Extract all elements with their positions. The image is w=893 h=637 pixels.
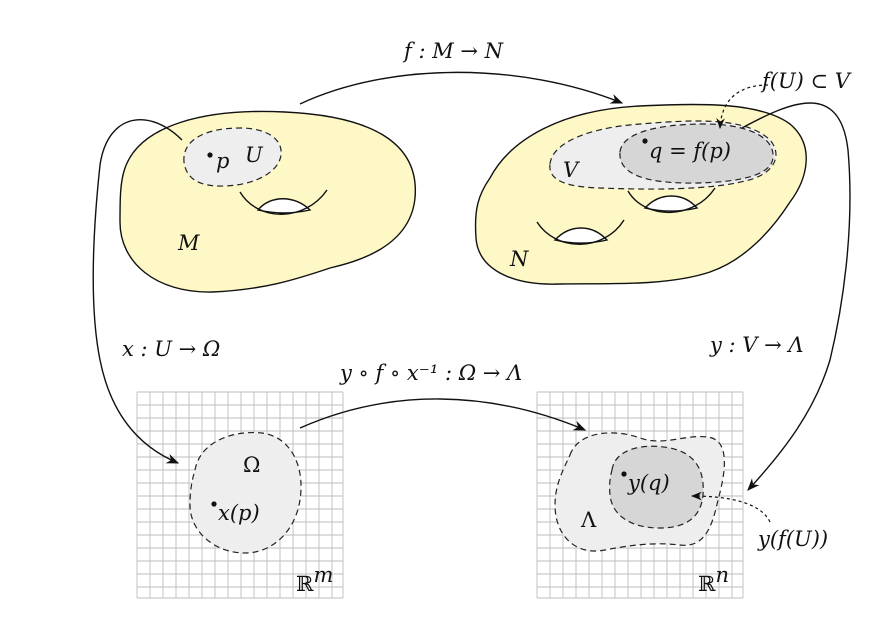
arrow-dotted-f-u [716,84,769,130]
label-omega: Ω [243,453,260,477]
label-rm: ℝm [296,563,333,596]
region-y-f-u [609,445,704,529]
label-x-p: x(p) [218,501,260,525]
point-x-p-dot [211,501,217,507]
label-rn: ℝn [698,563,729,596]
label-chart-y: y : V → Λ [709,333,804,357]
region-omega [189,431,302,554]
label-y-f-u: y(f(U)) [757,527,828,551]
label-y-q: y(q) [627,471,670,495]
label-manifold-n: N [509,247,529,271]
label-point-q: q = f(p) [649,139,731,163]
hole-n-1 [643,195,699,212]
arrow-dotted-y-f-u [690,491,771,523]
arrow-chart-x [92,118,183,464]
point-q-dot [642,138,648,144]
set-u [183,127,282,187]
label-set-v: V [563,158,580,182]
label-set-u: U [245,143,264,167]
arrow-composite [299,398,587,431]
point-p-dot [207,152,213,158]
hole-n-2 [553,227,609,244]
label-lambda: Λ [580,508,597,532]
handle-n-1 [627,187,716,213]
label-composite: y ∘ f ∘ x⁻¹ : Ω → Λ [339,361,522,385]
label-chart-x: x : U → Ω [122,337,220,361]
image-f-u [619,123,774,184]
hole-m [256,198,312,214]
handle-m [239,189,328,215]
arrow-f [299,71,624,105]
label-point-p: p [216,149,229,173]
arrow-chart-y [741,102,851,491]
label-map-f: f : M → N [402,39,504,63]
handle-n-2 [536,219,625,245]
point-y-q-dot [621,471,627,477]
label-manifold-m: M [177,231,200,255]
label-f-u-subset-v: f(U) ⊂ V [760,69,852,93]
